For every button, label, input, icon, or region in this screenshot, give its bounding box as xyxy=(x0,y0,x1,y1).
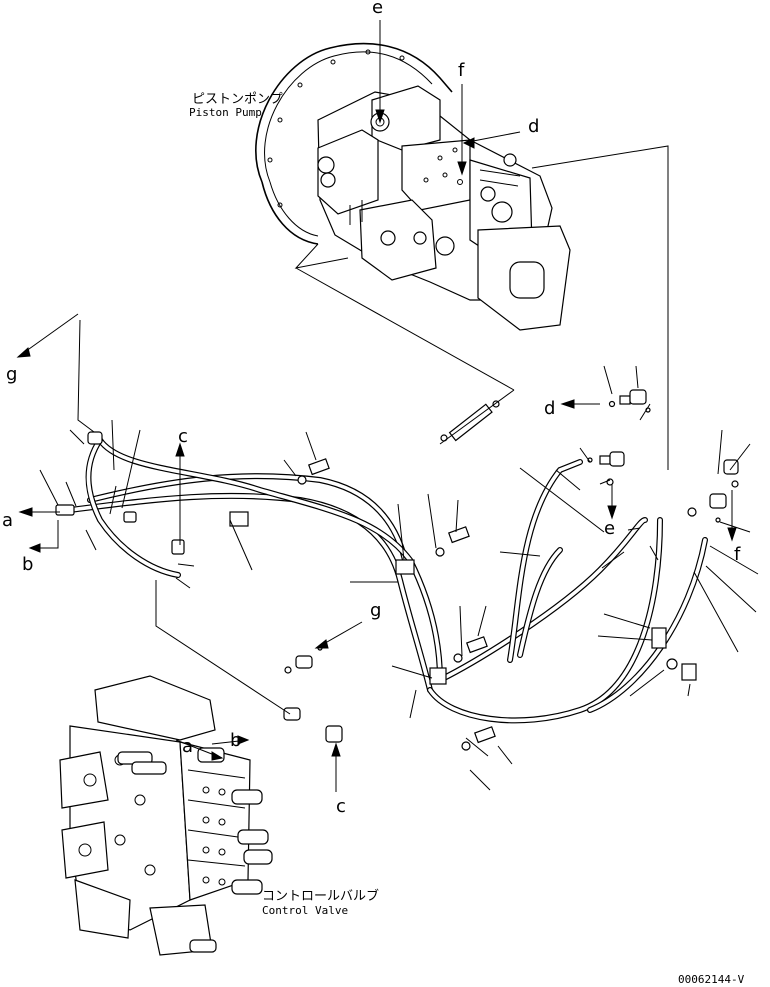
control-valve-assembly xyxy=(59,675,273,956)
piston-pump-assembly xyxy=(255,42,669,470)
connection-letter-b-valve: b xyxy=(230,730,241,751)
connection-letter-e-mid: e xyxy=(604,518,615,539)
connection-letter-e-top: e xyxy=(372,0,383,18)
arrow-heads xyxy=(16,109,737,761)
piston-pump-label-jp: ピストンポンプ xyxy=(192,92,283,107)
drawing-code: 00062144-V xyxy=(678,973,745,986)
connection-letter-c-bottom: c xyxy=(336,796,346,817)
connection-letter-g-mid: g xyxy=(370,600,381,621)
connection-letter-d-top: d xyxy=(528,116,539,137)
leader-lines xyxy=(21,20,759,792)
piston-pump-label-en: Piston Pump xyxy=(189,106,262,119)
connection-letter-f-top: f xyxy=(458,60,465,81)
connection-letter-a-valve: a xyxy=(182,736,193,757)
connection-letter-d-mid: d xyxy=(544,398,555,419)
control-valve-label-en: Control Valve xyxy=(262,904,348,917)
connection-letter-g-left: g xyxy=(6,364,17,385)
connection-letter-b-left: b xyxy=(22,554,33,575)
connection-letter-a-left: a xyxy=(2,510,13,531)
control-valve-label-jp: コントロールバルブ xyxy=(262,888,379,904)
connection-letter-f-right: f xyxy=(734,544,741,565)
fittings xyxy=(55,389,739,751)
connection-letter-c-mid: c xyxy=(178,426,188,447)
callout-labels: ピストンポンプ Piston Pump コントロールバルブ Control Va… xyxy=(2,0,745,986)
